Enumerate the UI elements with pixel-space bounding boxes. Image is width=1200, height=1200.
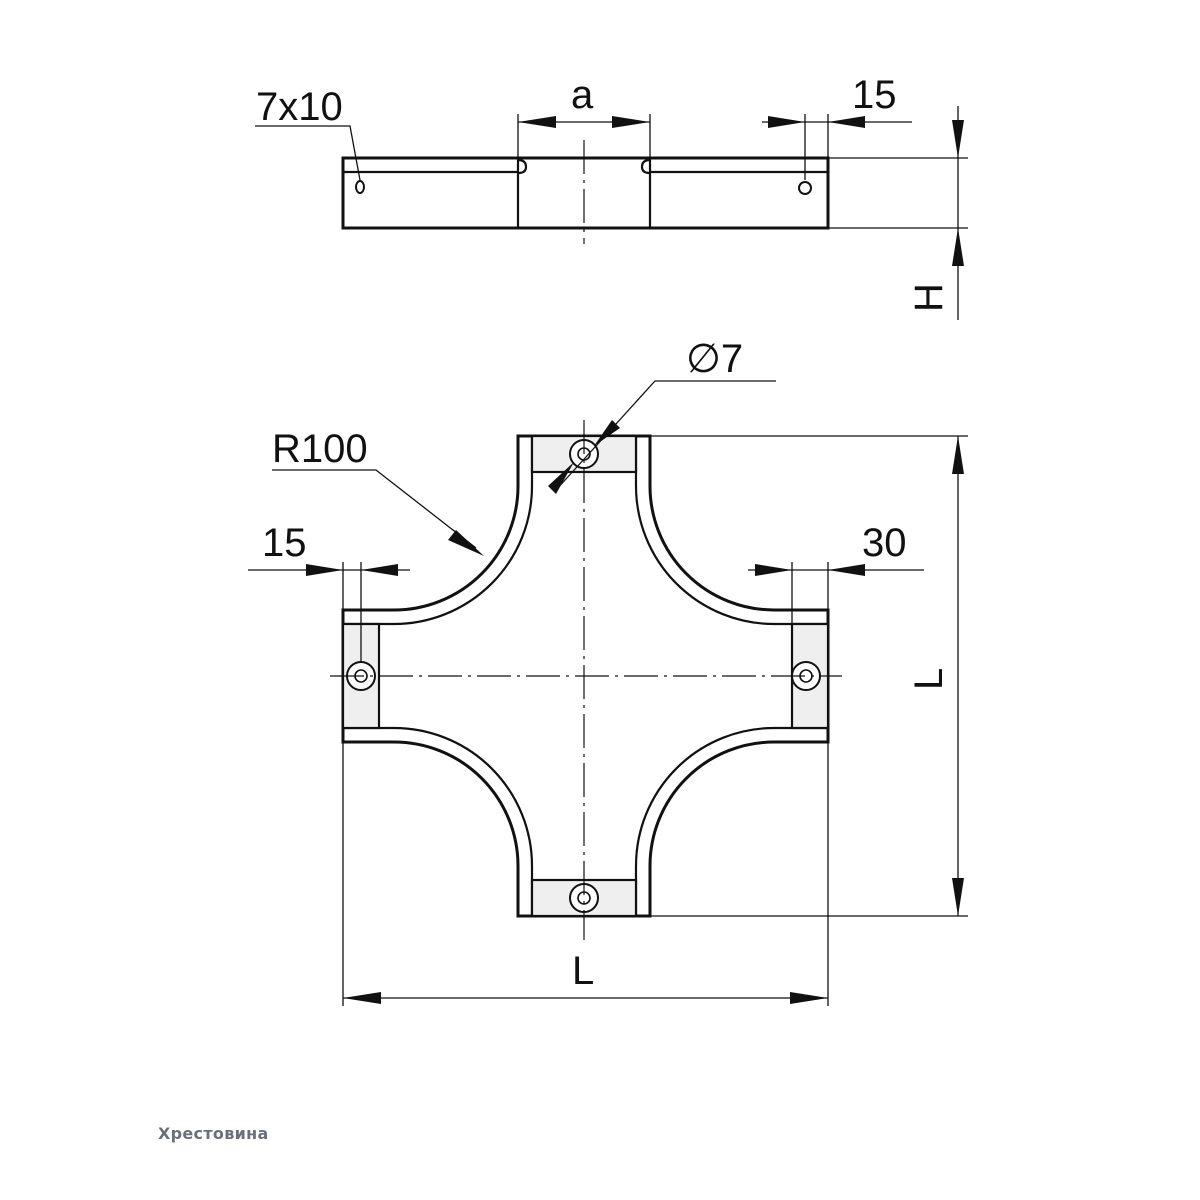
side-view-middle-section: [516, 158, 652, 228]
flange-curve-top-right: [634, 436, 828, 626]
side-view-joint-left: [517, 158, 528, 175]
diameter-leader: [555, 380, 776, 491]
l-vertical-label: L: [907, 668, 951, 690]
h-dimension-label: H: [907, 283, 951, 312]
flange-curve-bottom-left: [343, 726, 534, 916]
l-horizontal-dimension-lines: [342, 742, 829, 1006]
l-horizontal-label: L: [572, 949, 594, 993]
side-view: 7x10 a 15 H: [255, 73, 968, 320]
side-round-hole: [798, 181, 812, 195]
radius-leader: [272, 469, 477, 549]
top-view: ∅7 R100 15 30 L L: [248, 337, 968, 1006]
left-15-dimension-lines: [248, 562, 410, 662]
side-slot-hole: [355, 180, 365, 194]
left-15-dimension-label: 15: [262, 521, 307, 565]
flange-curve-bottom-right: [634, 726, 828, 916]
top-15-dimension-label: 15: [852, 73, 897, 117]
right-30-dimension-label: 30: [862, 521, 907, 565]
l-vertical-dimension-lines: [650, 435, 968, 917]
radius-label: R100: [272, 427, 368, 471]
slot-leader: [255, 125, 361, 181]
a-dimension-label: a: [571, 73, 594, 117]
side-view-outline: [341, 156, 830, 230]
drawing-caption: Хрестовина: [158, 1124, 269, 1143]
flange-curve-top-left: [343, 436, 534, 626]
diameter-label: ∅7: [686, 337, 743, 381]
slot-dimension-label: 7x10: [256, 85, 343, 129]
side-view-joint-right: [640, 158, 651, 175]
